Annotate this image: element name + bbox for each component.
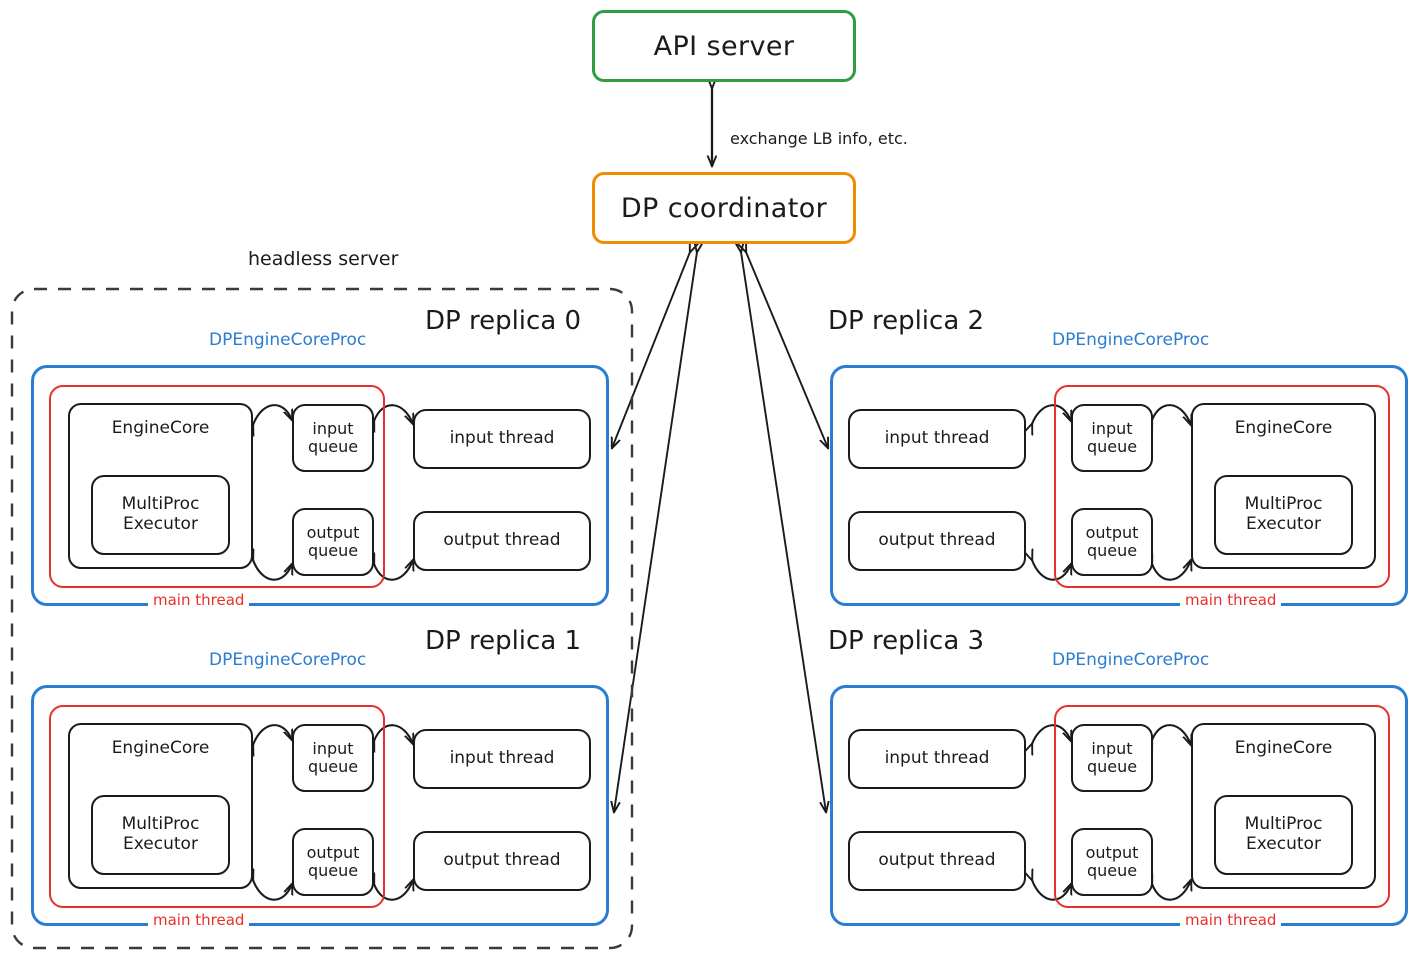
replica-1-output-thread-label: output thread — [443, 850, 561, 871]
replica-1-engine-core-label: EngineCore — [111, 738, 210, 758]
replica-2-proc-box[interactable] — [830, 365, 1408, 606]
replica-0-output-thread-label: output thread — [443, 530, 561, 551]
replica-2-output-thread-label: output thread — [878, 530, 996, 551]
replica-2-input-thread[interactable]: input thread — [848, 409, 1026, 469]
replica-3-title: DP replica 3 — [828, 626, 985, 656]
replica-1-input-thread[interactable]: input thread — [413, 729, 591, 789]
replica-0-proc-box[interactable] — [31, 365, 609, 606]
replica-0-proc-label: DPEngineCoreProc — [209, 330, 367, 350]
replica-3-engine-core-label: EngineCore — [1234, 738, 1333, 758]
replica-3-proc-label: DPEngineCoreProc — [1052, 650, 1210, 670]
replica-3-input-thread[interactable]: input thread — [848, 729, 1026, 789]
replica-0-output-thread[interactable]: output thread — [413, 511, 591, 571]
replica-1-main-thread-box[interactable] — [49, 705, 385, 908]
replica-2-main-thread-box[interactable] — [1054, 385, 1390, 588]
replica-0-input-thread-label: input thread — [449, 428, 555, 449]
replica-0-engine-core-label: EngineCore — [111, 418, 210, 438]
api-server-box[interactable]: API server — [592, 10, 856, 82]
replica-3-main-thread-label: main thread — [1180, 911, 1282, 929]
replica-1-output-thread[interactable]: output thread — [413, 831, 591, 891]
replica-1-proc-label: DPEngineCoreProc — [209, 650, 367, 670]
api-server-label: API server — [653, 30, 795, 62]
replica-2-main-thread-label: main thread — [1180, 591, 1282, 609]
replica-1-proc-box[interactable] — [31, 685, 609, 926]
replica-1-input-thread-label: input thread — [449, 748, 555, 769]
replica-3-input-thread-label: input thread — [884, 748, 990, 769]
replica-2-output-thread[interactable]: output thread — [848, 511, 1026, 571]
exchange-info-label: exchange LB info, etc. — [730, 129, 908, 148]
dp-coordinator-label: DP coordinator — [620, 192, 828, 224]
replica-0-title: DP replica 0 — [425, 306, 582, 336]
replica-2-title: DP replica 2 — [828, 306, 985, 336]
replica-2-proc-label: DPEngineCoreProc — [1052, 330, 1210, 350]
dp-coordinator-box[interactable]: DP coordinator — [592, 172, 856, 244]
replica-3-proc-box[interactable] — [830, 685, 1408, 926]
replica-1-main-thread-label: main thread — [148, 911, 250, 929]
headless-server-label: headless server — [248, 248, 399, 270]
replica-0-main-thread-label: main thread — [148, 591, 250, 609]
replica-0-input-thread[interactable]: input thread — [413, 409, 591, 469]
replica-3-output-thread[interactable]: output thread — [848, 831, 1026, 891]
replica-2-engine-core-label: EngineCore — [1234, 418, 1333, 438]
replica-0-main-thread-box[interactable] — [49, 385, 385, 588]
replica-3-main-thread-box[interactable] — [1054, 705, 1390, 908]
replica-3-output-thread-label: output thread — [878, 850, 996, 871]
replica-1-title: DP replica 1 — [425, 626, 582, 656]
replica-2-input-thread-label: input thread — [884, 428, 990, 449]
